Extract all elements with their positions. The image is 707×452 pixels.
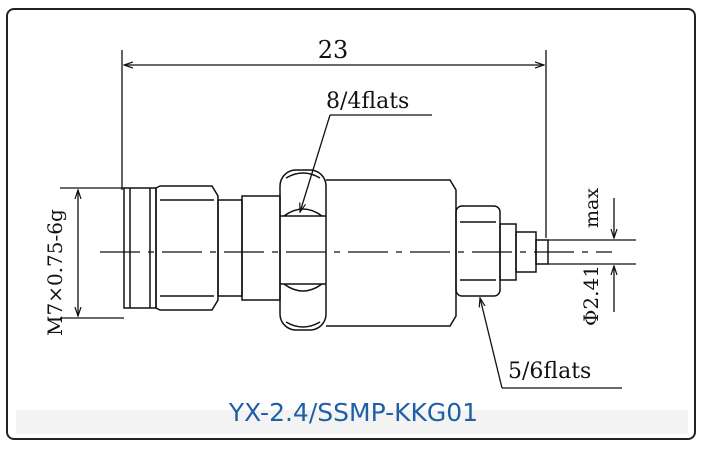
thread-section: [123, 185, 281, 311]
pin-dimension: [548, 198, 636, 312]
hex-left-note: 8/4flats: [326, 89, 409, 114]
thread-dimension: [60, 187, 124, 319]
hex-nut-right: [455, 205, 549, 297]
caption-band: [16, 410, 688, 434]
overall-length-label: 23: [318, 36, 349, 64]
drawing-area: [16, 16, 688, 416]
thread-spec-label: M7×0.75-6g: [43, 209, 67, 336]
hex-nut-left: [279, 169, 327, 331]
hex-right-note: 5/6flats: [508, 359, 591, 384]
pin-diameter-label: Φ2.41: [579, 265, 603, 326]
model-caption: YX-2.4/SSMP-KKG01: [228, 398, 479, 427]
body-cylinder: [326, 179, 457, 327]
drawing-frame: [6, 8, 696, 440]
hex-right-leader: [480, 298, 622, 389]
overall-length-dimension: [121, 50, 547, 238]
pin-max-label: max: [581, 188, 603, 228]
hex-left-leader: [300, 114, 432, 212]
